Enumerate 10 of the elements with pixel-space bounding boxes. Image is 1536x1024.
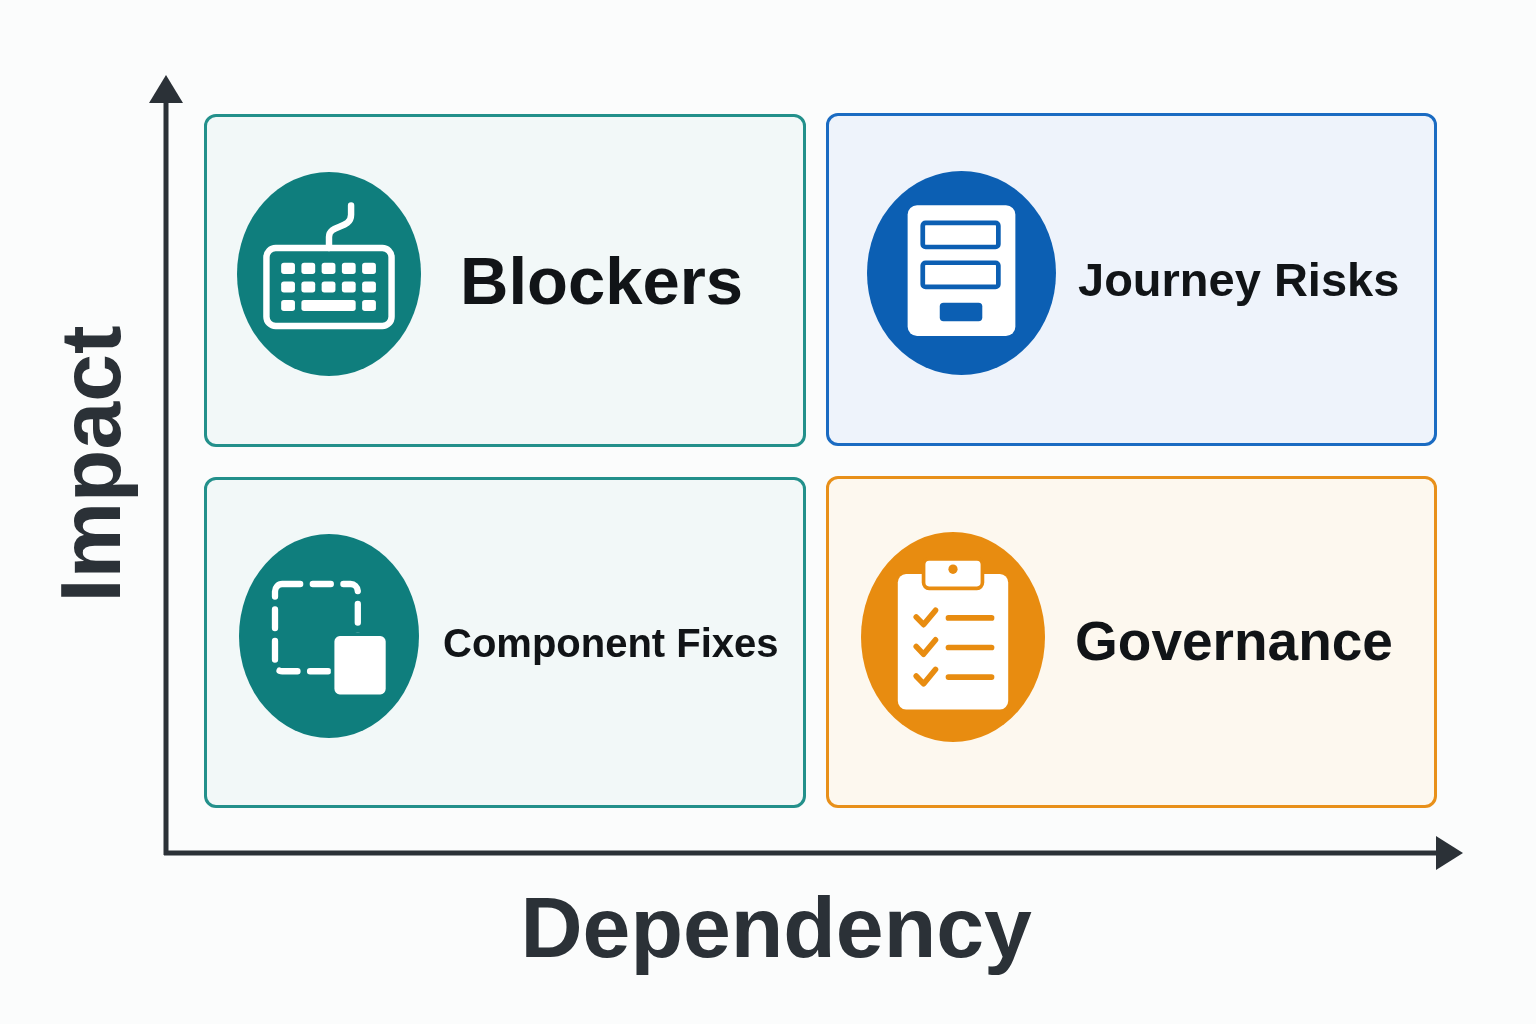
quadrant-box (826, 113, 1437, 446)
x-axis-label: Dependency (520, 878, 1032, 977)
quadrant-box (204, 477, 806, 808)
quadrant-title: Component Fixes (443, 619, 779, 667)
quadrant-title: Governance (1075, 609, 1393, 675)
y-axis-label: Impact (40, 325, 139, 603)
quadrant-box (204, 114, 806, 447)
quadrant-title: Journey Risks (1078, 251, 1400, 308)
quadrant-box (826, 476, 1437, 808)
quadrant-title: Blockers (460, 241, 744, 320)
